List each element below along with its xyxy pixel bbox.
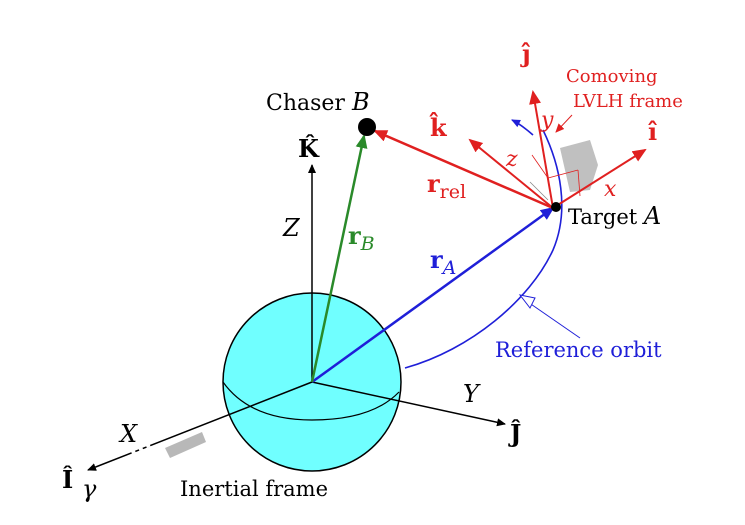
comoving-label-line2: LVLH frame bbox=[573, 91, 683, 112]
reference-orbit-path bbox=[404, 129, 563, 369]
x-axis bbox=[87, 381, 313, 471]
lvlh-k-axis bbox=[468, 138, 554, 209]
reference-orbit-pointer bbox=[524, 299, 581, 339]
r-b-label: rB bbox=[348, 221, 375, 255]
lvlh-j-axis bbox=[529, 90, 554, 209]
r-b-vector bbox=[310, 134, 368, 383]
comoving-label-pointer bbox=[555, 114, 573, 133]
chaser-point bbox=[358, 118, 376, 136]
lvlh-x-label: x bbox=[604, 177, 617, 202]
target-point bbox=[551, 202, 561, 212]
x-axis-dashed-segment bbox=[129, 443, 151, 455]
k-hat-label: K̂ bbox=[298, 134, 320, 163]
lvlh-k-hat-label: k̂ bbox=[429, 112, 448, 142]
r-rel-vector bbox=[373, 129, 554, 210]
lvlh-i-axis bbox=[552, 148, 647, 209]
r-a-label: rA bbox=[430, 245, 456, 279]
y-axis-label: Y bbox=[463, 380, 481, 408]
reference-orbit-label: Reference orbit bbox=[495, 338, 662, 362]
z-axis-label: Z bbox=[282, 214, 301, 242]
r-a-vector bbox=[311, 206, 555, 384]
lvlh-z-label: z bbox=[505, 147, 518, 172]
chaser-label: Chaser B bbox=[266, 88, 370, 116]
target-label: Target A bbox=[568, 202, 661, 230]
y-axis bbox=[311, 381, 506, 427]
reference-orbit-arrow bbox=[511, 119, 534, 136]
vernal-equinox-marker bbox=[165, 432, 206, 458]
j-hat-label: Ĵ bbox=[508, 419, 521, 448]
lvlh-j-hat-label: ĵ bbox=[520, 39, 531, 68]
gamma-label: γ bbox=[82, 475, 97, 503]
inertial-frame-label: Inertial frame bbox=[180, 477, 328, 501]
lvlh-frame-box bbox=[529, 140, 598, 206]
comoving-label-line1: Comoving bbox=[566, 66, 658, 87]
lvlh-i-hat-label: î bbox=[648, 117, 657, 146]
reference-orbit-pointer-head bbox=[518, 294, 536, 309]
lvlh-y-label: y bbox=[540, 108, 554, 133]
r-rel-label: rrel bbox=[427, 169, 466, 203]
i-hat-label: Î bbox=[62, 465, 73, 494]
x-axis-label: X bbox=[118, 420, 138, 448]
